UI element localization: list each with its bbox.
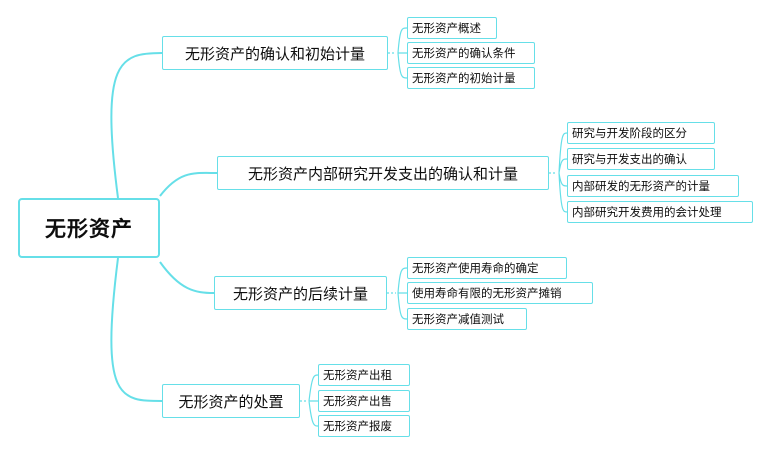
branch-node-3: 无形资产的后续计量 <box>214 276 387 310</box>
leaf-2-1-label: 研究与开发阶段的区分 <box>572 126 687 140</box>
leaf-node-2-1: 研究与开发阶段的区分 <box>567 122 715 144</box>
leaf-node-1-3: 无形资产的初始计量 <box>407 67 535 89</box>
leaf-node-3-1: 无形资产使用寿命的确定 <box>407 257 567 279</box>
branch-node-1: 无形资产的确认和初始计量 <box>162 36 388 70</box>
leaf-3-3-label: 无形资产减值测试 <box>412 312 504 326</box>
leaf-node-1-2: 无形资产的确认条件 <box>407 42 535 64</box>
leaf-node-2-3: 内部研发的无形资产的计量 <box>567 175 739 197</box>
leaf-3-2-label: 使用寿命有限的无形资产摊销 <box>412 286 562 300</box>
leaf-node-1-1: 无形资产概述 <box>407 17 497 39</box>
root-to-branch-1-connector <box>110 52 163 199</box>
branch-4-leaf-connector <box>308 374 319 427</box>
branch-3-label: 无形资产的后续计量 <box>232 284 368 303</box>
leaf-3-1-label: 无形资产使用寿命的确定 <box>412 261 539 275</box>
leaf-1-3-label: 无形资产的初始计量 <box>412 71 516 85</box>
leaf-2-4-label: 内部研究开发费用的会计处理 <box>572 205 722 219</box>
branch-2-label: 无形资产内部研究开发支出的确认和计量 <box>247 164 518 183</box>
leaf-node-3-3: 无形资产减值测试 <box>407 308 527 330</box>
branch-1-leaf-connector <box>397 27 408 79</box>
branch-node-4: 无形资产的处置 <box>162 384 300 418</box>
leaf-node-2-2: 研究与开发支出的确认 <box>567 148 715 170</box>
root-to-branch-2-connector <box>159 171 218 197</box>
leaf-1-1-label: 无形资产概述 <box>412 21 481 35</box>
leaf-4-3-label: 无形资产报废 <box>323 419 392 433</box>
leaf-4-2-label: 无形资产出售 <box>323 394 392 408</box>
branch-1-label: 无形资产的确认和初始计量 <box>184 44 365 63</box>
leaf-2-3-label: 内部研发的无形资产的计量 <box>572 179 710 193</box>
root-to-branch-4-connector <box>110 257 163 402</box>
branch-node-2: 无形资产内部研究开发支出的确认和计量 <box>217 156 549 190</box>
branch-2-leaf-connector <box>558 132 568 213</box>
leaf-node-3-2: 使用寿命有限的无形资产摊销 <box>407 282 593 304</box>
branch-3-leaf-connector <box>397 267 408 320</box>
root-to-branch-3-connector <box>159 261 215 294</box>
root-node: 无形资产 <box>18 198 160 258</box>
branch-4-label: 无形资产的处置 <box>178 392 284 411</box>
root-label: 无形资产 <box>45 217 133 241</box>
leaf-node-4-2: 无形资产出售 <box>318 390 410 412</box>
leaf-1-2-label: 无形资产的确认条件 <box>412 46 516 60</box>
leaf-node-2-4: 内部研究开发费用的会计处理 <box>567 201 753 223</box>
leaf-4-1-label: 无形资产出租 <box>323 368 392 382</box>
leaf-node-4-1: 无形资产出租 <box>318 364 410 386</box>
leaf-2-2-label: 研究与开发支出的确认 <box>572 152 687 166</box>
leaf-node-4-3: 无形资产报废 <box>318 415 410 437</box>
